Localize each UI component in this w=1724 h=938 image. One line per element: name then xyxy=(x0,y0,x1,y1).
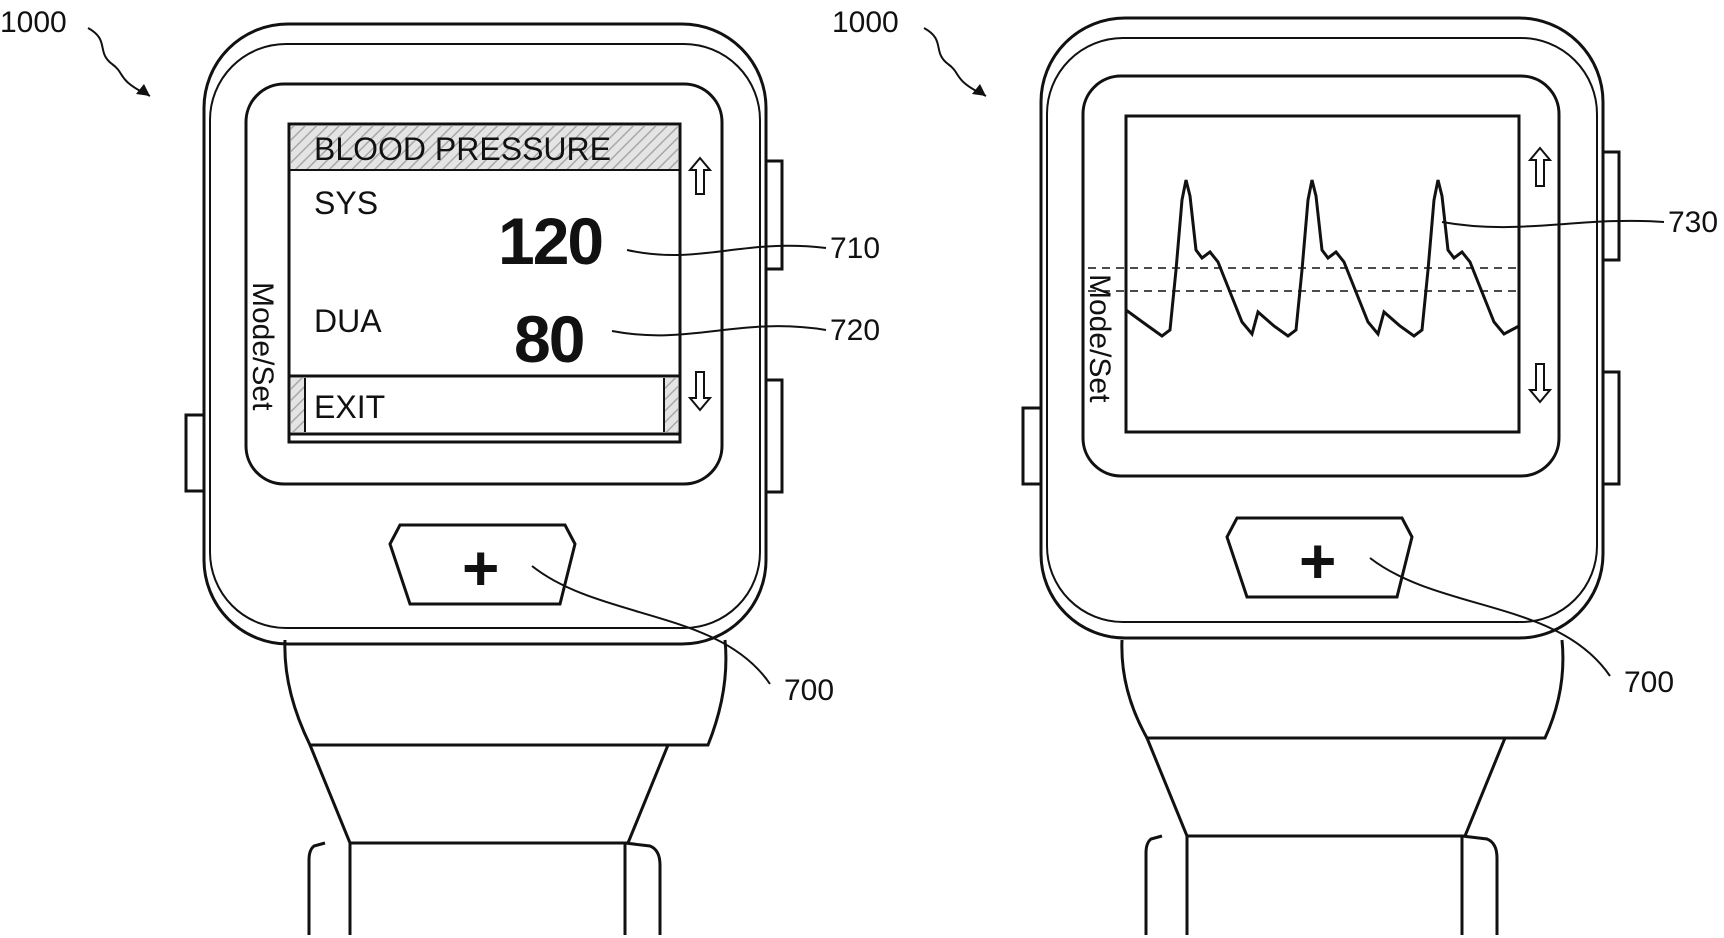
down-arrow-icon[interactable] xyxy=(1527,363,1553,404)
ref-label-720: 720 xyxy=(830,314,880,347)
header-bar xyxy=(291,126,678,170)
right-up-side-button[interactable] xyxy=(764,159,784,271)
right-down-side-button[interactable] xyxy=(764,378,784,494)
leader-line-700-right xyxy=(1369,557,1611,677)
watch-case-bezel xyxy=(1046,37,1598,623)
left-mode-set-label: Mode/Set xyxy=(246,282,279,411)
down-arrow-icon[interactable] xyxy=(687,371,713,412)
watch-case-outer xyxy=(202,22,768,646)
watch-screen-frame xyxy=(1081,74,1561,478)
leader-line-710 xyxy=(626,244,827,256)
leader-line-700-left xyxy=(531,565,771,685)
pulse-waveform xyxy=(1125,179,1520,338)
ref-label-730: 730 xyxy=(1668,206,1718,239)
right-watch-figure: 1000 Mode/Set + 730 700 xyxy=(832,6,1718,935)
upper-strap-band xyxy=(1120,639,1565,740)
strap-left-clip xyxy=(307,841,326,935)
plus-icon: + xyxy=(462,532,499,604)
strap-right-clip xyxy=(623,841,662,935)
upper-strap-band xyxy=(283,639,728,747)
left-device-ref-label: 1000 xyxy=(0,6,67,39)
right-device-ref-label: 1000 xyxy=(832,6,899,39)
leader-line-730 xyxy=(1441,219,1665,229)
center-plus-button[interactable] xyxy=(1225,516,1414,599)
right-mode-set-label: Mode/Set xyxy=(1083,274,1116,403)
sys-value: 120 xyxy=(498,204,602,278)
watch-case-outer xyxy=(1039,16,1605,640)
exit-option-bar[interactable] xyxy=(287,374,682,436)
screen-header-title: BLOOD PRESSURE xyxy=(314,131,611,167)
watch-case-bezel xyxy=(209,43,761,629)
strap-left-clip xyxy=(1144,834,1163,935)
strap-right-clip xyxy=(1460,834,1499,935)
leader-line-720 xyxy=(611,325,827,337)
left-side-button[interactable] xyxy=(184,413,206,493)
left-watch-figure: 1000 BLOOD PRESSURE SYS 120 DUA 80 EXIT xyxy=(0,6,880,935)
watch-screen-frame xyxy=(244,82,724,486)
dia-value: 80 xyxy=(514,302,583,376)
waveform-display xyxy=(1124,114,1521,434)
dia-label: DUA xyxy=(314,303,382,339)
plus-icon: + xyxy=(1299,525,1336,597)
lower-strap-band xyxy=(308,744,670,845)
up-arrow-icon[interactable] xyxy=(687,156,713,195)
leader-zigzag-arrow-icon xyxy=(87,27,151,97)
right-up-side-button[interactable] xyxy=(1601,150,1621,262)
center-plus-button[interactable] xyxy=(388,523,577,606)
sys-label: SYS xyxy=(314,185,378,221)
exit-label: EXIT xyxy=(314,389,385,425)
leader-arrowhead-icon xyxy=(136,84,150,96)
lower-strap-band xyxy=(1145,737,1507,838)
right-down-side-button[interactable] xyxy=(1601,370,1621,486)
leader-zigzag-arrow-icon xyxy=(923,27,987,97)
leader-arrowhead-icon xyxy=(972,84,986,96)
exit-hatch-left xyxy=(291,378,305,432)
up-arrow-icon[interactable] xyxy=(1527,146,1553,187)
ref-label-700-left: 700 xyxy=(784,674,834,707)
left-side-button[interactable] xyxy=(1021,406,1043,486)
exit-hatch-right xyxy=(664,378,678,432)
ref-label-700-right: 700 xyxy=(1624,666,1674,699)
ref-label-710: 710 xyxy=(830,232,880,265)
watch-display xyxy=(287,122,682,444)
